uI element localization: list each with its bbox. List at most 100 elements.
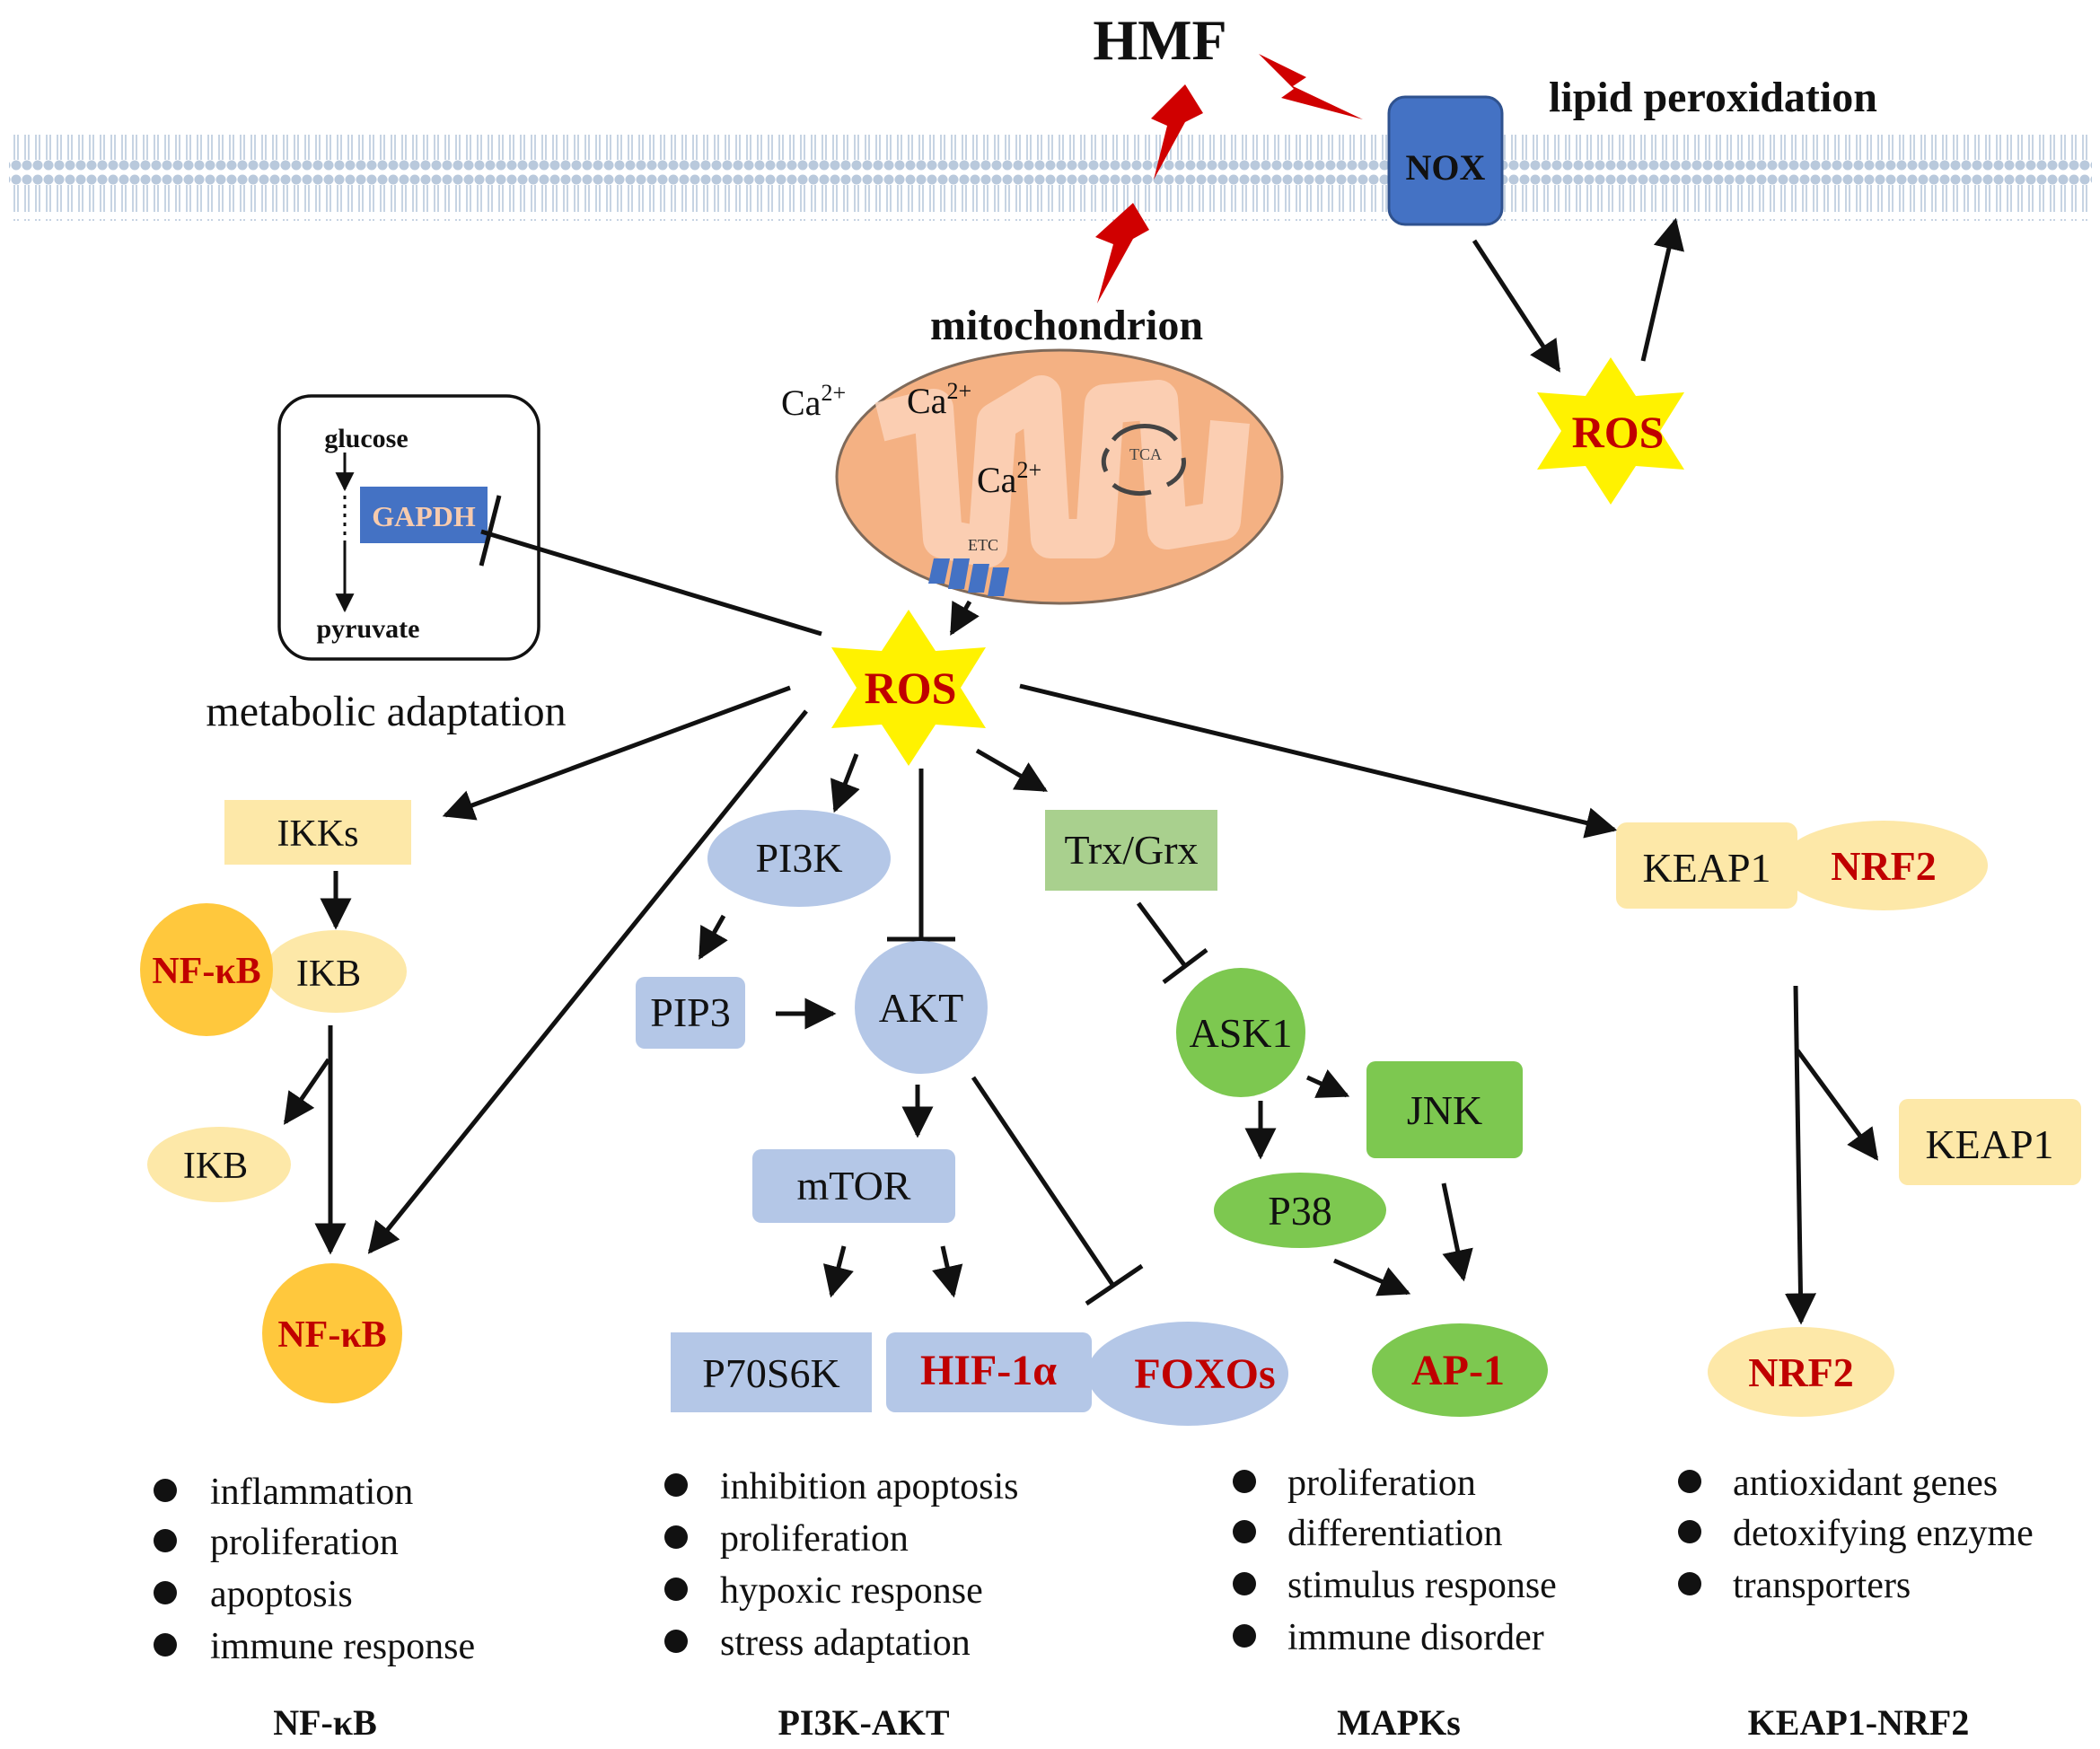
keap1-complex-label: KEAP1	[1642, 845, 1771, 891]
arrow-p38-to-ap1	[1332, 1258, 1411, 1296]
list-item: transporters	[1733, 1565, 1911, 1606]
ikks-label: IKKs	[277, 813, 359, 855]
ca-ion-inner: Ca2+	[977, 457, 1041, 500]
arrow-ikb-release	[283, 1058, 331, 1125]
arrow-mtor-to-p70	[822, 1245, 854, 1298]
list-item: stimulus response	[1287, 1565, 1557, 1606]
metabolic-adaptation-caption: metabolic adaptation	[206, 688, 566, 735]
hif1a-box	[886, 1332, 1092, 1412]
arrow-ros-to-nfkb	[367, 709, 808, 1254]
ikb-complex-ellipse	[265, 930, 407, 1013]
trx-grx-label: Trx/Grx	[1064, 827, 1198, 873]
list-item: proliferation	[720, 1518, 909, 1560]
pi3k-label: PI3K	[755, 835, 842, 881]
gapdh-box	[360, 487, 488, 543]
lightning-bolt-icon	[1151, 84, 1203, 180]
ros-upper-label: ROS	[1572, 407, 1665, 457]
ask1-circle	[1176, 968, 1305, 1097]
jnk-box	[1366, 1061, 1523, 1158]
nox-label: NOX	[1406, 147, 1486, 188]
nfkb-complex-label: NF-κB	[152, 951, 260, 992]
nfkb-free-label: NF-κB	[277, 1314, 386, 1356]
nfkb-free-circle	[262, 1263, 402, 1403]
arrow-nox-to-ros	[1472, 239, 1561, 373]
ca-ion-outer: Ca2+	[781, 380, 846, 423]
arrow-jnk-to-ap1	[1441, 1182, 1473, 1282]
keap1-free-box	[1899, 1099, 2081, 1185]
list-item: detoxifying enzyme	[1733, 1513, 2034, 1554]
ca-ion-inner: Ca2+	[907, 378, 971, 421]
mitochondrion-cristae	[874, 375, 1250, 567]
p70s6k-label: P70S6K	[702, 1350, 839, 1396]
p70s6k-box	[671, 1332, 872, 1412]
nfkb-complex-circle	[140, 903, 273, 1036]
ap1-label: AP-1	[1411, 1347, 1505, 1394]
akt-label: AKT	[879, 985, 964, 1031]
list-item: immune disorder	[1287, 1617, 1544, 1658]
p38-label: P38	[1268, 1188, 1332, 1234]
foxos-label: FOXOs	[1134, 1350, 1275, 1398]
arrow-keap1-release	[1795, 1049, 1879, 1161]
ap1-ellipse	[1372, 1323, 1548, 1417]
ikks-box	[224, 800, 411, 865]
nox-box	[1387, 95, 1504, 226]
ros-star-upper	[1537, 357, 1684, 505]
nrf2-complex-ellipse	[1779, 821, 1988, 910]
arrow-ros-to-ikks	[442, 685, 791, 821]
nfkb-outcome-list: inflammation proliferation apoptosis imm…	[154, 1472, 475, 1667]
inhibit-akt-foxo	[971, 1076, 1116, 1288]
nrf2-free-ellipse	[1708, 1327, 1894, 1417]
nrf2-complex-label: NRF2	[1831, 843, 1937, 889]
inhibit-bar-foxo	[1085, 1263, 1144, 1306]
ros-star-central	[831, 610, 986, 766]
arrow-ros-to-lipid	[1640, 217, 1684, 362]
p38-ellipse	[1214, 1173, 1386, 1248]
pathway-title-keap: KEAP1-NRF2	[1748, 1702, 1970, 1743]
etc-label: ETC	[968, 536, 998, 554]
gapdh-label: GAPDH	[372, 500, 476, 532]
lightning-bolt-icon	[1259, 54, 1363, 119]
arrow-ros-to-keap1	[1019, 683, 1618, 839]
arrow-ask1-to-jnk	[1305, 1069, 1350, 1098]
list-item: inhibition apoptosis	[720, 1466, 1019, 1507]
akt-circle	[855, 941, 988, 1074]
jnk-label: JNK	[1407, 1087, 1482, 1133]
pathway-title-pi3k: PI3K-AKT	[778, 1702, 949, 1743]
mitochondrion-title: mitochondrion	[930, 302, 1203, 349]
arrow-mito-to-ros	[949, 600, 980, 637]
pathway-title-mapk: MAPKs	[1337, 1702, 1461, 1743]
arrow-pi3k-to-pip3	[698, 914, 728, 961]
ikb-free-ellipse	[147, 1127, 291, 1202]
list-item: proliferation	[210, 1522, 399, 1563]
ask1-label: ASK1	[1189, 1010, 1292, 1056]
list-item: stress adaptation	[720, 1622, 971, 1664]
mtor-box	[752, 1149, 955, 1223]
keap-outcome-list: antioxidant genes detoxifying enzyme tra…	[1678, 1463, 2034, 1606]
inhibit-bar-ask1	[1162, 948, 1208, 984]
foxos-ellipse	[1087, 1322, 1288, 1426]
arrow-ros-to-pi3k	[830, 753, 860, 813]
ikb-free-label: IKB	[183, 1146, 248, 1187]
inhibit-bar-gapdh	[479, 495, 502, 567]
list-item: proliferation	[1287, 1463, 1476, 1504]
nrf2-free-label: NRF2	[1748, 1349, 1854, 1395]
pip3-label: PIP3	[650, 989, 730, 1035]
arrow-ros-to-trx	[975, 748, 1049, 793]
tca-cycle-icon	[1101, 424, 1186, 497]
list-item: antioxidant genes	[1733, 1463, 1998, 1504]
line-keap-complex-down	[1784, 985, 1816, 1325]
pi3k-ellipse	[707, 810, 891, 907]
glucose-label: glucose	[324, 424, 408, 453]
keap1-free-label: KEAP1	[1925, 1121, 2053, 1167]
lipid-bilayer-membrane	[9, 135, 2092, 221]
pip3-box	[636, 977, 745, 1049]
lipid-peroxidation-label: lipid peroxidation	[1549, 74, 1877, 121]
lightning-bolt-icon	[1095, 203, 1149, 303]
tca-label: TCA	[1129, 445, 1162, 463]
hmf-label: HMF	[1093, 8, 1226, 72]
pathway-title-nfkb: NF-κB	[273, 1702, 377, 1743]
list-item: immune response	[210, 1626, 475, 1667]
etc-complex-icon	[928, 558, 1009, 596]
hif1a-label: HIF-1α	[920, 1347, 1057, 1394]
ikb-complex-label: IKB	[296, 954, 361, 995]
